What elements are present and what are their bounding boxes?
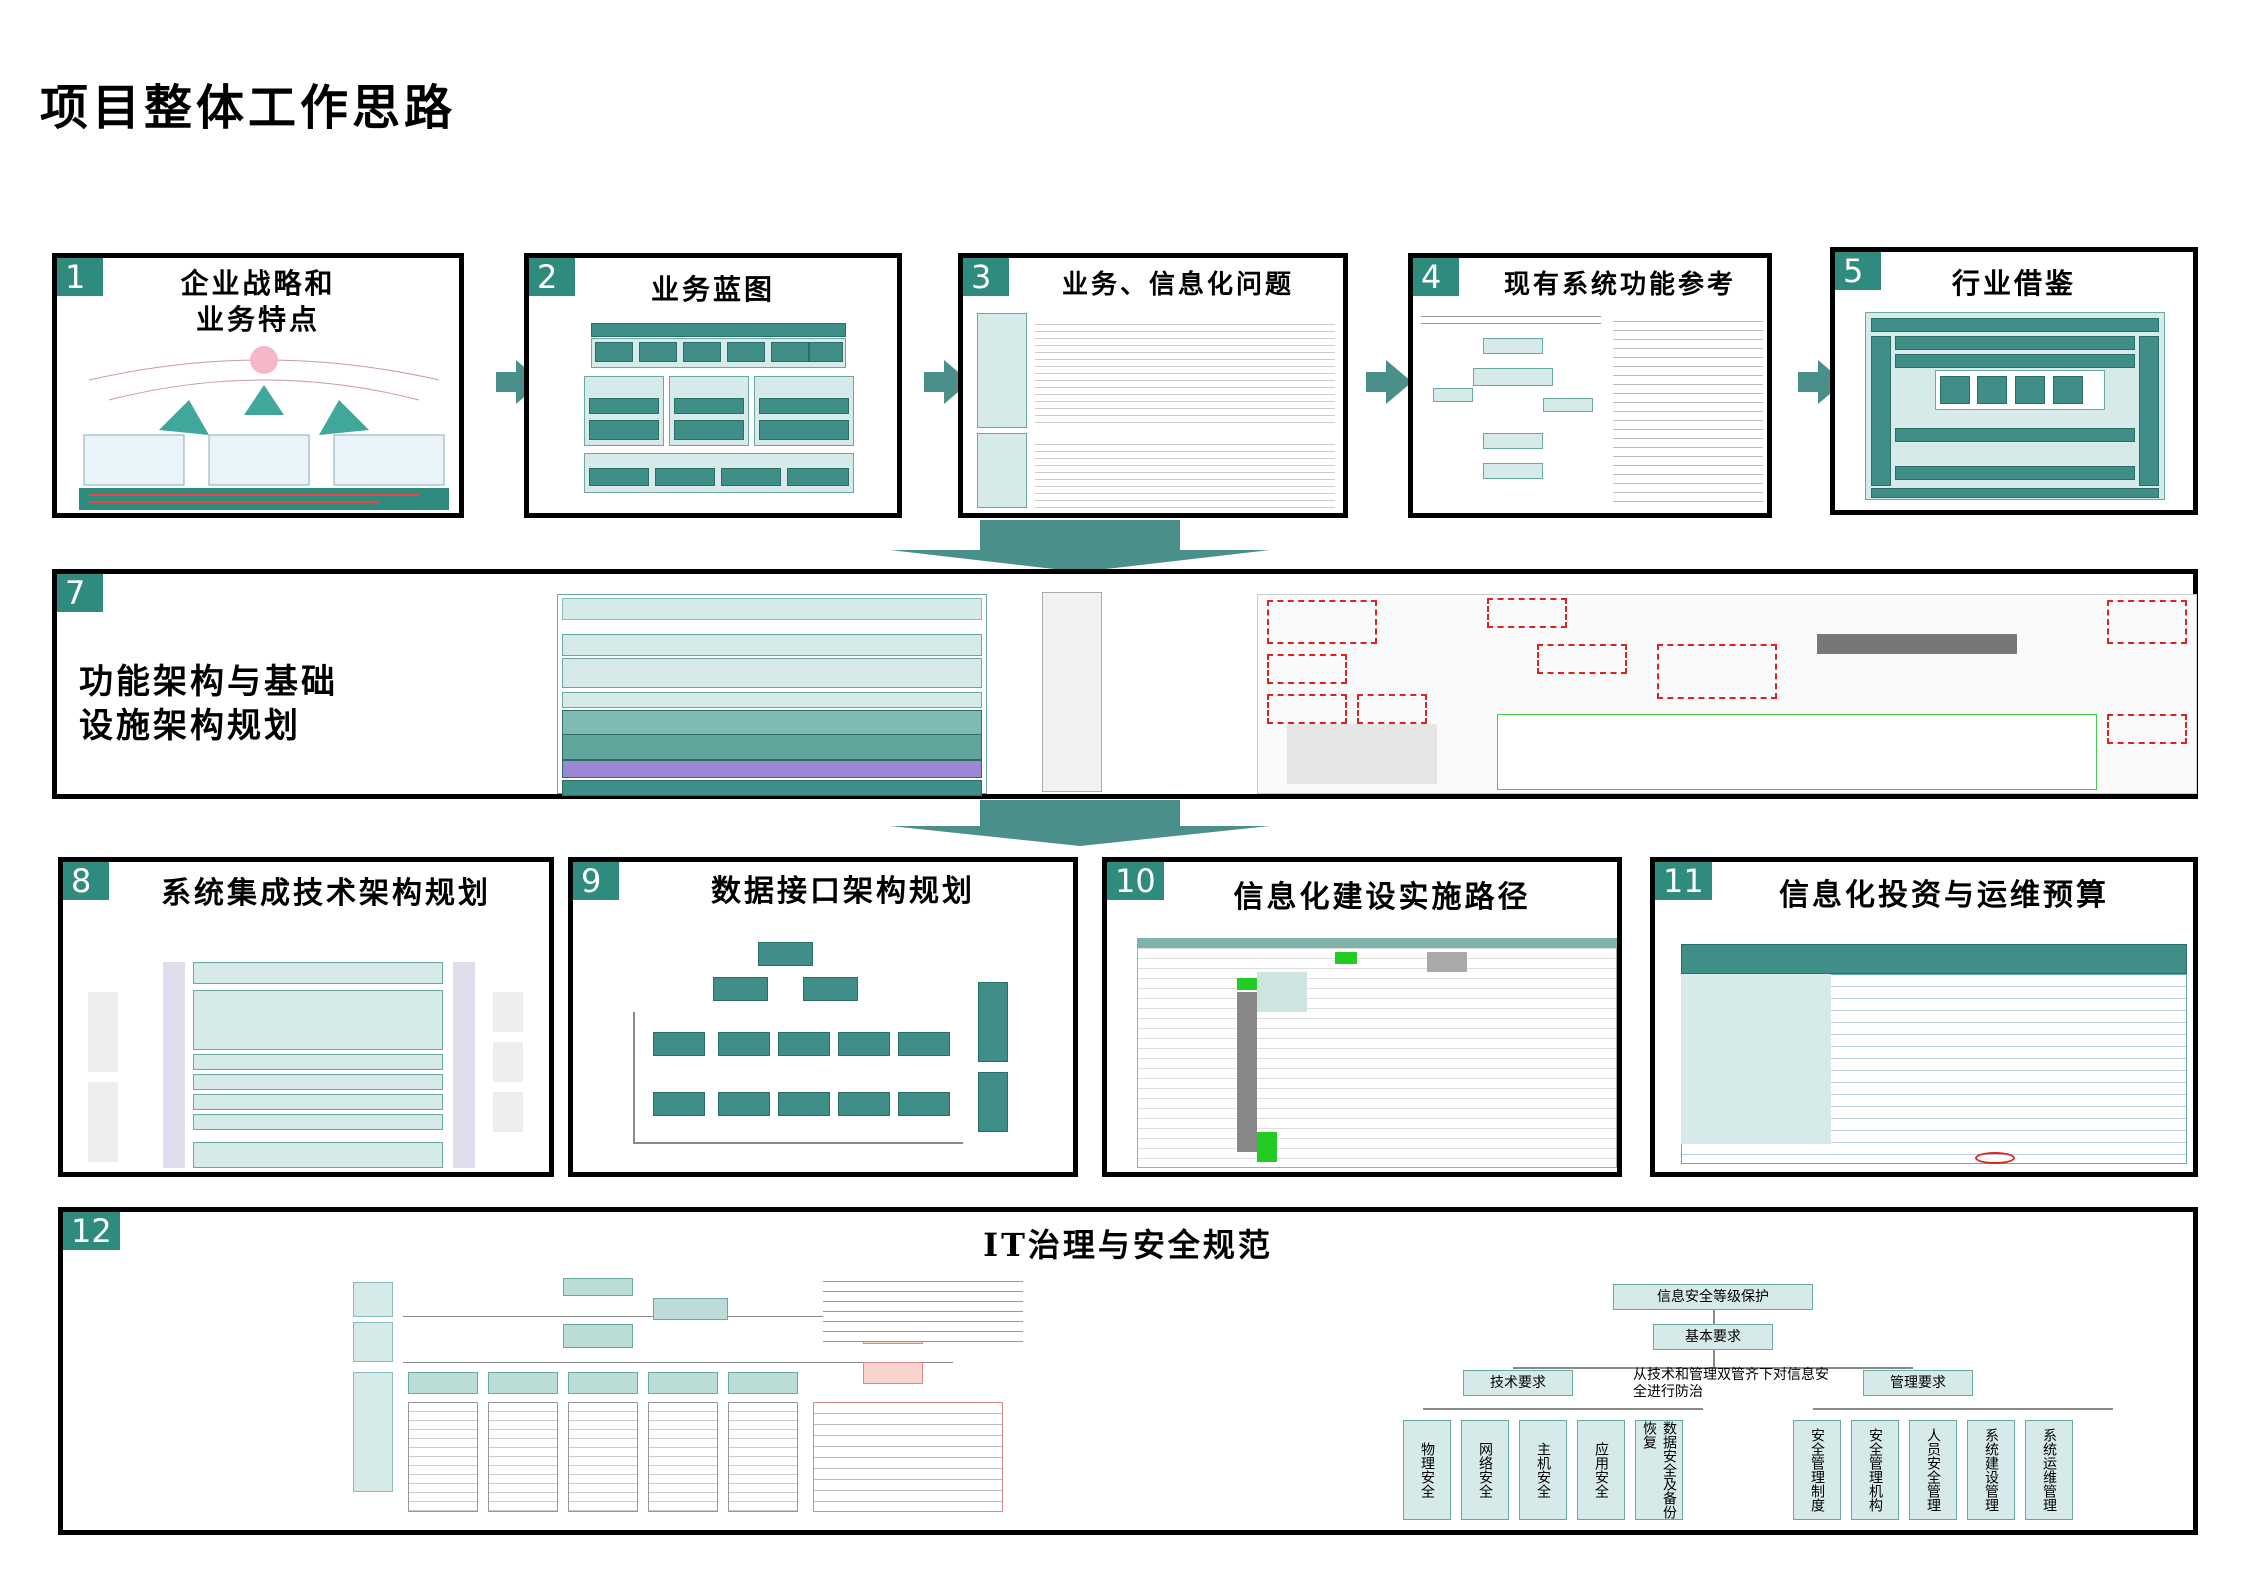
down-arrow bbox=[890, 520, 1270, 572]
panel-title: 现有系统功能参考 bbox=[1503, 270, 1736, 300]
org-center bbox=[563, 1324, 633, 1348]
panel-title: IT治理与安全规范 bbox=[983, 1226, 1273, 1264]
panel-number: 12 bbox=[63, 1212, 120, 1250]
panel-roadmap: 10 信息化建设实施路径 bbox=[1102, 857, 1622, 1177]
panel-blueprint: 2 业务蓝图 bbox=[524, 253, 902, 518]
security-basic: 基本要求 bbox=[1653, 1324, 1773, 1350]
panel-number: 2 bbox=[529, 258, 575, 296]
strategy-diagram bbox=[79, 346, 449, 510]
panel-number: 7 bbox=[57, 574, 103, 612]
panel-title: 数据接口架构规划 bbox=[711, 874, 975, 909]
panel-title: 行业借鉴 bbox=[1951, 267, 2076, 300]
tech-item-4: 数据安全及备份恢复 bbox=[1635, 1420, 1683, 1520]
org-sub-people bbox=[863, 1362, 923, 1384]
panel-existing-systems: 4 现有系统功能参考 bbox=[1408, 253, 1772, 518]
tech-item-0: 物理安全 bbox=[1403, 1420, 1451, 1520]
panel-title: 企业战略和业务特点 bbox=[180, 267, 336, 336]
tech-item-1: 网络安全 bbox=[1461, 1420, 1509, 1520]
panel-problems: 3 业务、信息化问题 bbox=[958, 253, 1348, 518]
panel-title-line1: 功能架构与基础 bbox=[79, 662, 338, 702]
panel-title: 系统集成技术架构规划 bbox=[161, 876, 491, 911]
panel-title: 业务、信息化问题 bbox=[1061, 270, 1294, 300]
mgmt-item-1: 安全管理机构 bbox=[1851, 1420, 1899, 1520]
level-management bbox=[353, 1322, 393, 1362]
flow-arrow bbox=[1366, 360, 1412, 404]
org-top bbox=[563, 1278, 633, 1296]
panel-number: 8 bbox=[63, 862, 109, 900]
down-arrow bbox=[890, 800, 1270, 846]
mgmt-item-2: 人员安全管理 bbox=[1909, 1420, 1957, 1520]
panel-number: 9 bbox=[573, 862, 619, 900]
level-strategy bbox=[353, 1282, 393, 1317]
security-top: 信息安全等级保护 bbox=[1613, 1284, 1813, 1310]
panel-title: 业务蓝图 bbox=[650, 273, 775, 306]
security-tech: 技术要求 bbox=[1463, 1370, 1573, 1396]
panel-number: 4 bbox=[1413, 258, 1459, 296]
page-title: 项目整体工作思路 bbox=[40, 80, 457, 136]
panel-number: 10 bbox=[1107, 862, 1164, 900]
panel-industry: 5 行业借鉴 bbox=[1830, 247, 2198, 515]
panel-strategy: 1 企业战略和业务特点 bbox=[52, 253, 464, 518]
panel-integration: 8 系统集成技术架构规划 bbox=[58, 857, 554, 1177]
level-operation bbox=[353, 1372, 393, 1492]
panel-title-line2: 设施架构规划 bbox=[79, 706, 301, 746]
panel-number: 5 bbox=[1835, 252, 1881, 290]
panel-number: 1 bbox=[57, 258, 103, 296]
org-committee bbox=[653, 1298, 728, 1320]
panel-number: 11 bbox=[1655, 862, 1712, 900]
panel-data-interface: 9 数据接口架构规划 bbox=[568, 857, 1078, 1177]
mgmt-item-3: 系统建设管理 bbox=[1967, 1420, 2015, 1520]
panel-governance: 12 IT治理与安全规范 信息安全等级保护 基本要求 技术要求 管理要求 从技术… bbox=[58, 1207, 2198, 1535]
tech-item-2: 主机安全 bbox=[1519, 1420, 1567, 1520]
panel-number: 3 bbox=[963, 258, 1009, 296]
panel-architecture: 7 功能架构与基础 设施架构规划 bbox=[52, 569, 2198, 799]
panel-title: 信息化投资与运维预算 bbox=[1779, 878, 2109, 913]
mgmt-item-4: 系统运维管理 bbox=[2025, 1420, 2073, 1520]
panel-budget: 11 信息化投资与运维预算 bbox=[1650, 857, 2198, 1177]
panel-title: 信息化建设实施路径 bbox=[1233, 880, 1531, 915]
mgmt-item-0: 安全管理制度 bbox=[1793, 1420, 1841, 1520]
security-note: 从技术和管理双管齐下对信息安全进行防治 bbox=[1633, 1367, 1829, 1400]
tech-item-3: 应用安全 bbox=[1577, 1420, 1625, 1520]
security-mgmt: 管理要求 bbox=[1863, 1370, 1973, 1396]
